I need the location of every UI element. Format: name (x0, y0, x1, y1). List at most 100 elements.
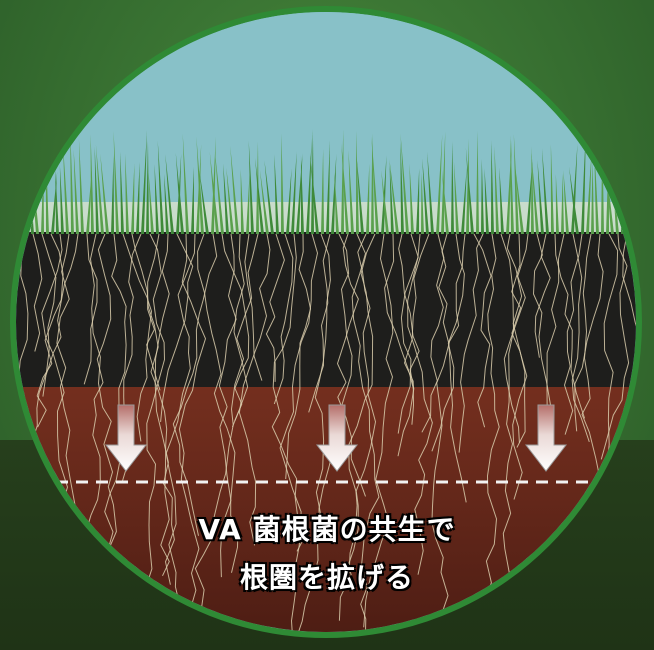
root-strand (265, 233, 285, 382)
root-strand (279, 233, 319, 632)
root-strand (571, 233, 590, 443)
root-strand (16, 233, 29, 465)
root-strand (384, 233, 414, 389)
grass-blade (20, 163, 24, 234)
grass-blade (41, 163, 44, 234)
grass-blade (196, 144, 202, 234)
grass-blade (594, 145, 599, 234)
grass-blade (55, 168, 59, 234)
root-strand (160, 233, 194, 422)
root-strand (71, 233, 112, 594)
grass-blade (264, 160, 274, 234)
grass-blade (400, 133, 409, 234)
grass-blade (591, 160, 594, 234)
root-strand (431, 233, 466, 632)
grass-blade (348, 150, 354, 234)
grass-blade (331, 154, 337, 234)
grass-blade (230, 145, 239, 234)
grass-blade (514, 163, 524, 234)
grass-blade (94, 146, 99, 234)
grass-blade (274, 154, 279, 234)
grass-blade (400, 140, 404, 234)
grass-blade (537, 160, 544, 234)
grass-blade (389, 159, 399, 234)
grass-blade (281, 133, 284, 234)
grass-blade (451, 141, 454, 234)
root-strand (231, 233, 249, 428)
root-strand (154, 233, 175, 585)
grass-blade (510, 135, 514, 234)
grass-blade (494, 146, 499, 234)
root-strand (143, 233, 166, 632)
grass-blade (563, 170, 569, 234)
grass-blade (175, 152, 184, 234)
root-strand (500, 233, 515, 589)
grass-blade (59, 165, 64, 234)
root-strand (83, 233, 98, 385)
grass-blade (120, 151, 124, 234)
root-strand (165, 233, 196, 614)
root-strand (534, 233, 551, 358)
grass-blade (476, 130, 479, 234)
grass-blade (586, 148, 592, 234)
grass-blade (248, 140, 254, 234)
root-strand (403, 233, 430, 425)
root-strand (431, 233, 465, 452)
grass-blade (157, 140, 164, 234)
grass-blade (100, 153, 109, 234)
grass-blade (136, 161, 140, 234)
grass-blade (255, 157, 264, 234)
grass-blade (131, 163, 135, 234)
root-strand (622, 233, 636, 327)
grass-blade (165, 154, 174, 234)
grass-blade (86, 170, 92, 234)
grass-blade (513, 134, 519, 234)
grass-blade (626, 167, 634, 234)
root-strand (397, 233, 420, 457)
down-arrow-icon (104, 404, 148, 472)
root-strand (197, 233, 239, 573)
grass-blade (371, 136, 379, 234)
roots-icon (16, 233, 636, 632)
grass-blade (499, 167, 504, 234)
grass-blade (111, 155, 114, 234)
grass-blade (571, 143, 578, 234)
grass-blade (246, 173, 250, 234)
root-strand (338, 233, 376, 621)
grass-blade (296, 153, 303, 234)
grass-blade (148, 172, 154, 234)
grass-blade (601, 131, 604, 234)
grass-blade (542, 148, 549, 234)
root-strand (363, 233, 394, 628)
root-strand (238, 233, 271, 546)
root-strand (563, 233, 583, 435)
root-strand (89, 233, 117, 549)
grass-blade (409, 163, 414, 234)
grass-blade (605, 162, 614, 234)
grass-blade (223, 163, 229, 234)
root-strand (42, 233, 79, 397)
grass-blade (421, 172, 424, 234)
grass-blade (484, 168, 489, 234)
grass-blade (441, 170, 449, 234)
grass-blade (453, 161, 459, 234)
root-strand (122, 233, 153, 442)
root-strand (421, 233, 445, 433)
grass-blade (381, 170, 389, 234)
grass-blade (389, 162, 394, 234)
grass-blade (465, 147, 474, 234)
grass-blade (16, 151, 19, 234)
root-strand (146, 233, 161, 391)
root-strand (218, 233, 237, 578)
grass-blade (606, 143, 609, 234)
grass-blade (30, 144, 39, 234)
grass-blade (62, 143, 69, 234)
grass-blade (291, 151, 297, 234)
grass-blade (550, 144, 554, 234)
grass-blade (300, 155, 304, 234)
upper-soil-layer (16, 232, 636, 392)
grass-blade (199, 170, 209, 234)
grass-blade (113, 131, 119, 234)
caption-line-1: VA 菌根菌の共生で (198, 513, 456, 546)
root-strand (285, 233, 312, 480)
